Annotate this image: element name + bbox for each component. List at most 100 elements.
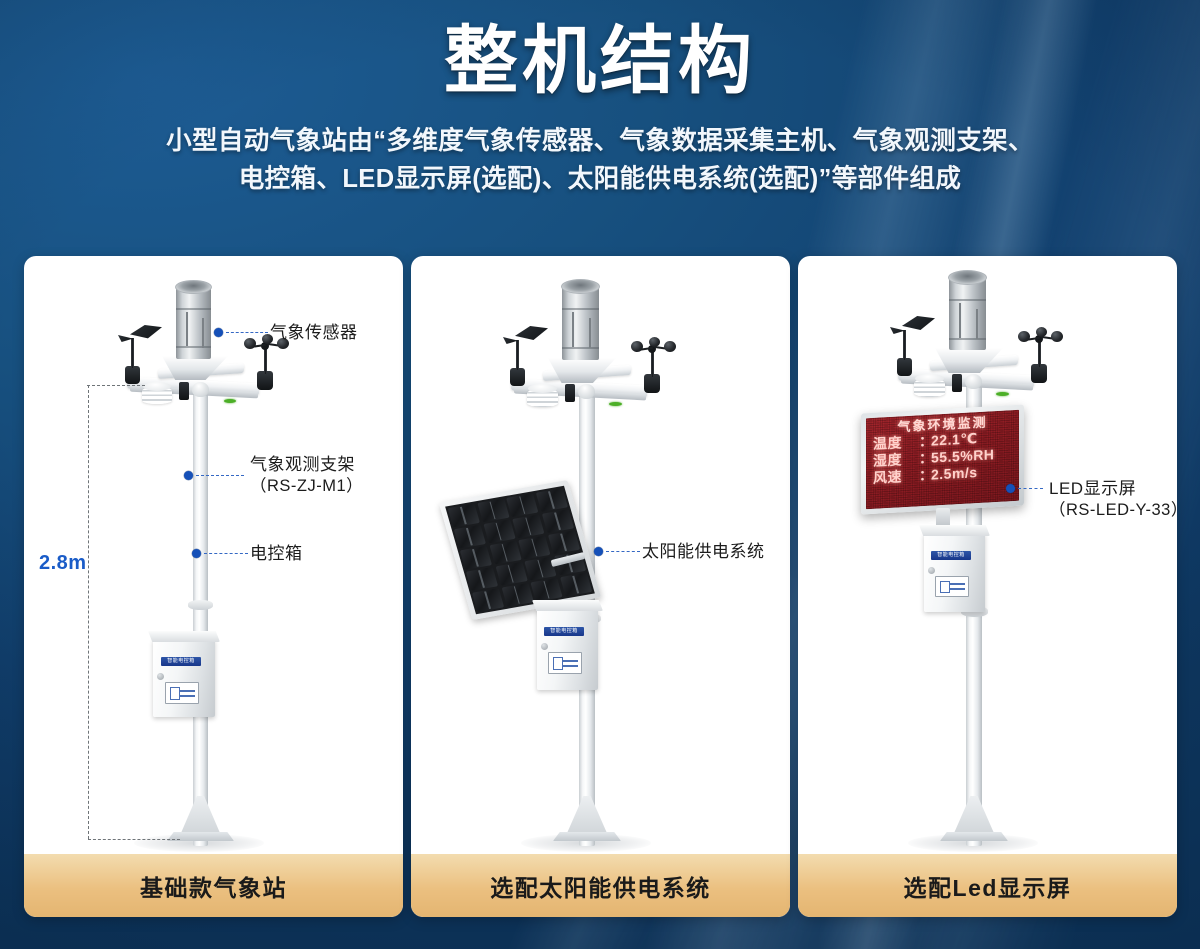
- rain-gauge-rod: [959, 303, 961, 338]
- anemometer-cup: [277, 338, 289, 349]
- callout-label-group: 气象观测支架 （RS-ZJ-M1）: [250, 454, 363, 497]
- radiation-shield-cap: [528, 384, 557, 393]
- page-title: 整机结构: [444, 19, 756, 102]
- callout-dot-icon: [594, 547, 603, 557]
- sensor-block: [952, 374, 962, 392]
- led-row-colon: ：: [919, 449, 934, 467]
- solar-panel: [438, 480, 602, 620]
- panel-caption-solar-option: 选配太阳能供电系统: [411, 854, 790, 917]
- wind-vane-base: [897, 358, 912, 376]
- mast-pole: [193, 386, 208, 846]
- solar-cell: [489, 540, 522, 565]
- anemometer-cup: [664, 341, 676, 352]
- led-row-colon: ：: [919, 432, 934, 450]
- callout-dot-icon: [192, 549, 201, 559]
- illustration-solar-option: 智能电控箱 太阳能供电系统: [411, 256, 790, 854]
- control-box-nameplate: 智能电控箱: [931, 551, 971, 560]
- control-box-window: [548, 652, 582, 674]
- control-box-knob: [928, 567, 935, 574]
- callout-leader-line: [196, 474, 244, 476]
- wind-vane-post: [516, 340, 519, 370]
- rain-gauge-band: [176, 308, 211, 310]
- control-box: [537, 608, 598, 690]
- rain-gauge-rod: [572, 312, 574, 347]
- anemometer-cup: [244, 338, 256, 349]
- dimension-tick-bottom: [88, 839, 180, 840]
- solar-cell: [518, 535, 551, 560]
- rain-gauge-band: [949, 338, 986, 340]
- dome-sensor: [578, 384, 595, 399]
- callout-solar-power-system[interactable]: 太阳能供电系统: [594, 541, 765, 563]
- control-box-nameplate-text: 智能电控箱: [937, 552, 965, 558]
- pole-base-plate: [553, 832, 621, 841]
- dome-sensor: [965, 374, 982, 389]
- callout-dot-icon: [1006, 484, 1015, 493]
- radiation-shield: [142, 387, 172, 404]
- callout-label: 气象观测支架: [250, 455, 355, 474]
- rain-gauge-rod: [976, 309, 978, 339]
- solar-cell: [472, 588, 505, 613]
- rain-gauge-band: [949, 299, 986, 301]
- pole-collar: [188, 600, 213, 610]
- radiation-shield: [527, 389, 558, 407]
- sensor-block: [179, 382, 189, 400]
- wind-vane-post: [903, 330, 906, 360]
- callout-sublabel: （RS-LED-Y-33）: [1049, 500, 1177, 519]
- rain-gauge-band: [176, 346, 211, 348]
- solar-cell: [547, 530, 581, 555]
- solar-cell: [447, 503, 480, 528]
- anemometer-base: [257, 371, 273, 390]
- led-row-value: 2.5m/s: [931, 463, 978, 483]
- level-bubble: [224, 399, 236, 403]
- panel-solar-option[interactable]: 智能电控箱 太阳能供电系统 选配太阳能供电系统: [411, 256, 790, 917]
- solar-cell: [483, 519, 516, 544]
- anemometer-cup: [1036, 327, 1047, 337]
- panel-basic-station[interactable]: 智能电控箱 2.8m 气象传感器 气象观测支架 （RS-ZJ-M1）: [24, 256, 403, 917]
- callout-label: 太阳能供电系统: [642, 542, 765, 561]
- callout-label: 气象传感器: [270, 323, 358, 342]
- panel-led-option[interactable]: 气象环境监测 温度 ： 22.1℃ 湿度 ： 55.5%RH 风速 ： 2: [798, 256, 1177, 917]
- callout-dot-icon: [214, 328, 223, 338]
- control-box-nameplate: 智能电控箱: [161, 657, 201, 666]
- dome-sensor: [192, 382, 209, 397]
- rain-gauge-band: [562, 308, 599, 310]
- wind-vane-base: [510, 368, 525, 386]
- rain-gauge-body: [176, 287, 211, 359]
- solar-cell: [506, 493, 539, 517]
- control-box-lid: [532, 600, 603, 611]
- wind-vane-base: [125, 366, 140, 384]
- rain-gauge-rod: [202, 318, 204, 348]
- callout-weather-sensor[interactable]: 气象传感器: [214, 322, 358, 344]
- header: 整机结构 小型自动气象站由“多维度气象传感器、气象数据采集主机、气象观测支架、 …: [0, 0, 1200, 199]
- led-display: 气象环境监测 温度 ： 22.1℃ 湿度 ： 55.5%RH 风速 ： 2: [861, 404, 1024, 515]
- anemometer-cup: [631, 341, 643, 352]
- radiation-shield: [914, 379, 945, 397]
- led-screen: 气象环境监测 温度 ： 22.1℃ 湿度 ： 55.5%RH 风速 ： 2: [866, 409, 1019, 510]
- solar-cell: [541, 509, 575, 533]
- callout-sublabel: （RS-ZJ-M1）: [250, 476, 364, 495]
- solar-cell: [453, 524, 487, 549]
- callout-leader-line: [1018, 488, 1043, 489]
- callout-label-group: LED显示屏 （RS-LED-Y-33）: [1049, 478, 1177, 521]
- pole-base-plate: [167, 832, 234, 841]
- callout-leader-line: [204, 553, 248, 555]
- callout-observation-bracket[interactable]: 气象观测支架 （RS-ZJ-M1）: [184, 454, 363, 497]
- solar-cell: [501, 583, 534, 607]
- control-box-nameplate-text: 智能电控箱: [167, 658, 195, 664]
- rain-gauge-body: [949, 277, 986, 350]
- callout-control-box[interactable]: 电控箱: [192, 543, 303, 565]
- anemometer-cup: [1051, 331, 1063, 342]
- rain-gauge-opening: [948, 270, 987, 285]
- panel-caption-led-option: 选配Led显示屏: [798, 854, 1177, 917]
- control-box-lid: [148, 631, 220, 642]
- radiation-shield-cap: [915, 374, 944, 383]
- solar-cell: [530, 578, 563, 602]
- control-box-knob: [157, 673, 164, 680]
- rain-gauge-opening: [175, 280, 212, 294]
- solar-cell: [459, 545, 493, 570]
- rain-gauge-rod: [186, 312, 188, 346]
- solar-cell: [477, 498, 510, 522]
- anemometer-cup: [649, 337, 660, 347]
- level-bubble: [996, 392, 1009, 396]
- callout-led-screen[interactable]: LED显示屏 （RS-LED-Y-33）: [1006, 478, 1177, 521]
